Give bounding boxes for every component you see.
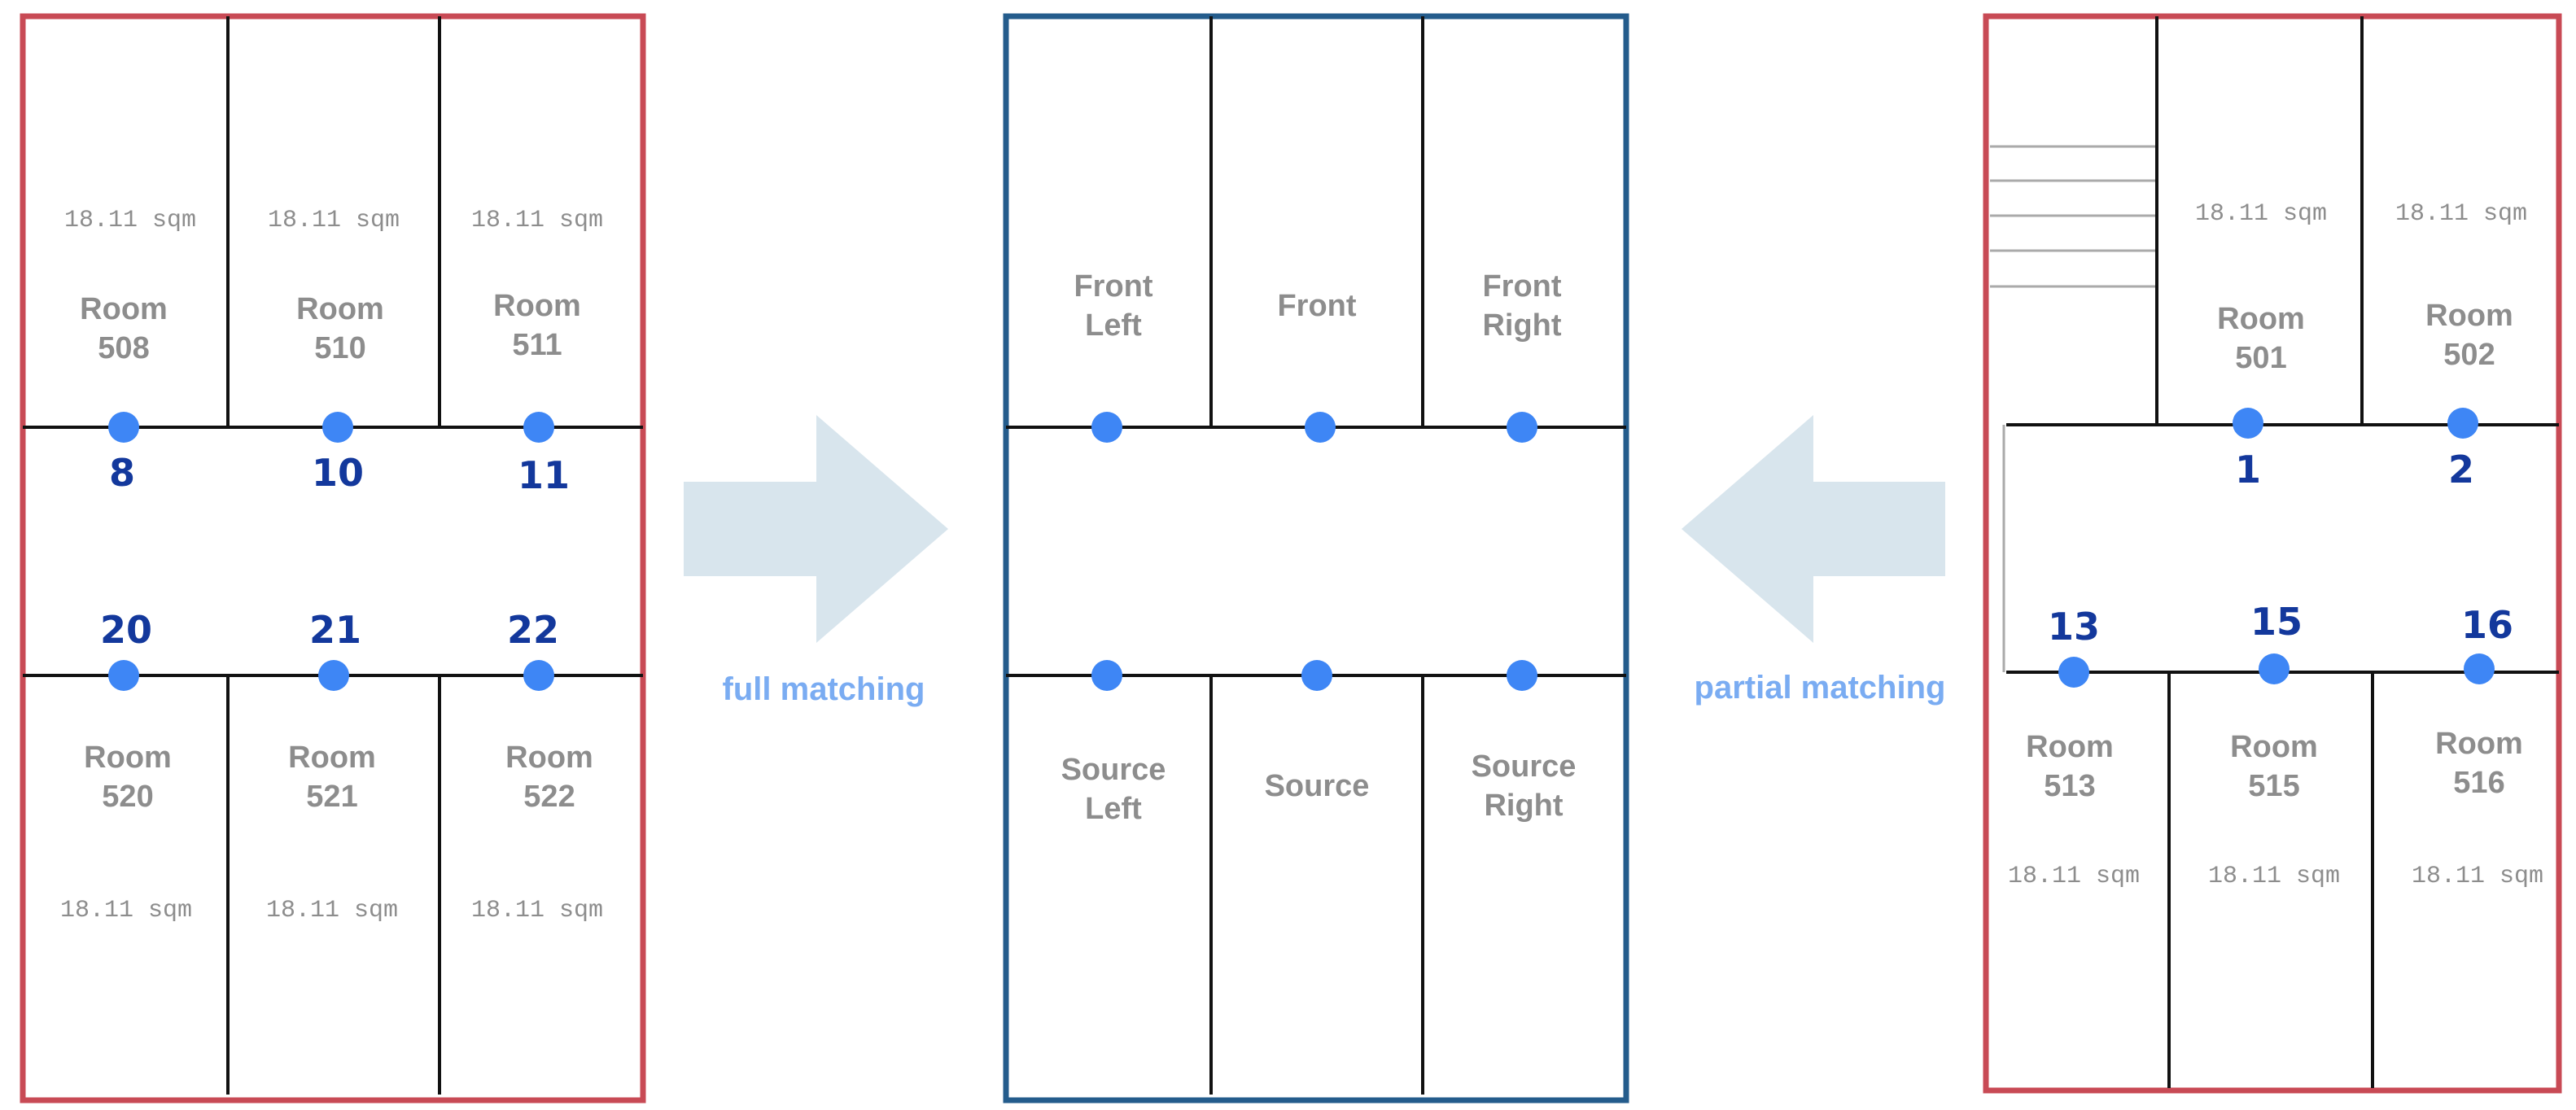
room-area: 18.11 sqm: [268, 207, 400, 234]
template-slot-label: Left: [1085, 792, 1142, 826]
room-number-label: 521: [306, 780, 357, 814]
door-marker: [523, 660, 554, 691]
door-marker: [2233, 408, 2263, 439]
door-number: 8: [109, 451, 135, 495]
staircase-icon: [1990, 145, 2157, 672]
template-door-marker: [1305, 412, 1336, 443]
room-name: Room: [80, 292, 168, 326]
template-door-marker: [1507, 412, 1537, 443]
room-number-label: 513: [2044, 769, 2095, 803]
room-number-label: 511: [512, 328, 562, 362]
room-number-label: 522: [523, 780, 575, 814]
room-name: Room: [288, 741, 376, 775]
door-number: 21: [309, 608, 361, 652]
room-name: Room: [505, 741, 593, 775]
template-layout: Front Left Front Front Right Source Left…: [1003, 13, 1629, 1103]
room-area: 18.11 sqm: [60, 897, 192, 924]
template-slot-label: Left: [1085, 308, 1142, 343]
room-area: 18.11 sqm: [2395, 200, 2527, 228]
right-arrow-icon: [684, 415, 948, 643]
left-arrow-icon: [1682, 415, 1945, 643]
room-area: 18.11 sqm: [471, 897, 603, 924]
room-area: 18.11 sqm: [2195, 200, 2327, 228]
door-number: 16: [2461, 603, 2513, 647]
left-plan-frame: [20, 13, 646, 1103]
template-slot-label: Source: [1265, 769, 1370, 803]
room-number-label: 520: [102, 780, 153, 814]
room-name: Room: [2425, 299, 2513, 333]
door-number: 13: [2048, 605, 2100, 649]
door-marker: [322, 412, 353, 443]
room-area: 18.11 sqm: [2412, 863, 2543, 890]
door-number: 15: [2250, 600, 2303, 644]
room-number-label: 502: [2443, 338, 2495, 372]
door-number: 20: [100, 608, 152, 652]
template-slot-label: Right: [1482, 308, 1561, 343]
room-number-label: 501: [2235, 341, 2286, 375]
template-slot-label: Source: [1472, 749, 1577, 784]
door-number: 2: [2448, 448, 2474, 492]
door-marker: [2464, 653, 2495, 684]
room-name: Room: [2026, 730, 2114, 764]
door-marker: [108, 660, 139, 691]
template-slot-label: Front: [1074, 269, 1152, 304]
right-floor-plan: 18.11 sqm Room 501 1 18.11 sqm Room 502 …: [1983, 13, 2562, 1094]
template-slot-label: Front: [1277, 289, 1356, 323]
door-marker: [318, 660, 349, 691]
door-number: 11: [518, 453, 570, 497]
door-marker: [2259, 653, 2290, 684]
template-slot-label: Right: [1484, 789, 1563, 823]
room-name: Room: [2230, 730, 2318, 764]
template-door-marker: [1507, 660, 1537, 691]
room-name: Room: [2217, 302, 2305, 336]
room-area: 18.11 sqm: [64, 207, 196, 234]
template-slot-label: Source: [1061, 753, 1166, 787]
template-frame: [1003, 13, 1629, 1103]
door-marker: [108, 412, 139, 443]
room-area: 18.11 sqm: [471, 207, 603, 234]
template-slot-label: Front: [1482, 269, 1561, 304]
full-matching-arrow: full matching: [684, 415, 948, 707]
partial-matching-label: partial matching: [1695, 670, 1946, 706]
room-name: Room: [2435, 727, 2523, 761]
room-area: 18.11 sqm: [266, 897, 398, 924]
room-area: 18.11 sqm: [2008, 863, 2140, 890]
room-number-label: 510: [314, 331, 365, 365]
template-door-marker: [1301, 660, 1332, 691]
room-name: Room: [296, 292, 384, 326]
room-area: 18.11 sqm: [2208, 863, 2340, 890]
template-door-marker: [1091, 412, 1122, 443]
left-floor-plan: 18.11 sqm Room 508 8 18.11 sqm Room 510 …: [20, 13, 646, 1103]
door-marker: [2058, 657, 2089, 688]
room-number-label: 515: [2248, 769, 2299, 803]
door-number: 1: [2235, 448, 2261, 492]
partial-matching-arrow: partial matching: [1682, 415, 1945, 706]
door-number: 22: [507, 608, 559, 652]
room-number-label: 516: [2453, 766, 2504, 800]
template-door-marker: [1091, 660, 1122, 691]
right-plan-frame: [1983, 13, 2562, 1094]
full-matching-label: full matching: [723, 671, 925, 707]
door-number: 10: [312, 451, 364, 495]
room-number-label: 508: [98, 331, 149, 365]
room-name: Room: [493, 289, 581, 323]
door-marker: [2447, 408, 2478, 439]
room-name: Room: [84, 741, 172, 775]
door-marker: [523, 412, 554, 443]
